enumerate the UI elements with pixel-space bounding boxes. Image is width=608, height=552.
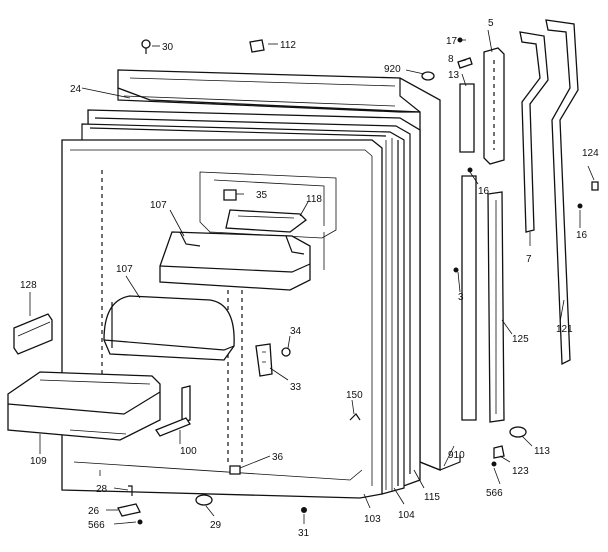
screw-16b — [577, 203, 583, 209]
bin-128 — [13, 313, 53, 355]
callout-29: 29 — [210, 520, 222, 531]
callout-566-right: 566 — [486, 488, 503, 499]
latch-33 — [255, 343, 273, 377]
callout-115: 115 — [424, 492, 440, 503]
callout-13: 13 — [448, 70, 460, 81]
bracket-118 — [225, 209, 307, 233]
callout-113: 113 — [534, 446, 550, 457]
callout-100: 100 — [180, 446, 197, 457]
part-150 — [349, 413, 361, 421]
callout-566-left: 566 — [88, 520, 105, 531]
callout-128: 128 — [20, 280, 37, 291]
part-112 — [249, 39, 265, 53]
plug-29 — [195, 494, 213, 506]
part-123 — [493, 445, 505, 459]
callout-125: 125 — [512, 334, 529, 345]
callout-labels: 30 112 920 24 17 8 13 5 16 16 124 7 121 … — [20, 18, 599, 539]
bracket-100 — [155, 385, 191, 437]
callout-112: 112 — [280, 40, 296, 51]
screw-566b — [137, 519, 143, 525]
strip-125 — [487, 191, 505, 423]
door-shelf-107-lower — [103, 295, 235, 361]
callout-910: 910 — [448, 450, 465, 461]
screw-30 — [141, 39, 151, 54]
part-26 — [117, 503, 141, 517]
strip-13 — [459, 83, 475, 153]
callout-30: 30 — [162, 42, 174, 53]
callout-123: 123 — [512, 466, 529, 477]
callout-33: 33 — [290, 382, 302, 393]
part-124 — [591, 181, 599, 191]
leader-lines — [29, 29, 595, 525]
plug-113 — [509, 426, 527, 438]
callout-124: 124 — [582, 148, 599, 159]
part-8 — [457, 57, 473, 69]
screw-31 — [301, 507, 307, 513]
callout-150: 150 — [346, 390, 363, 401]
screw-566a — [491, 461, 497, 467]
clip-35 — [223, 189, 237, 201]
strip-3 — [461, 175, 477, 421]
callout-920: 920 — [384, 64, 401, 75]
callout-3: 3 — [458, 292, 464, 303]
bin-109 — [7, 371, 161, 441]
part-36 — [229, 465, 241, 475]
callout-7: 7 — [526, 254, 532, 265]
screw-3 — [453, 267, 459, 273]
plug-920 — [421, 71, 435, 81]
screw-34 — [281, 347, 291, 357]
callout-8: 8 — [448, 54, 454, 65]
callout-103: 103 — [364, 514, 381, 525]
callout-118: 118 — [306, 194, 322, 205]
handle-7 — [519, 31, 549, 233]
callout-109: 109 — [30, 456, 47, 467]
callout-28: 28 — [96, 484, 108, 495]
callout-31: 31 — [298, 528, 310, 539]
callout-36: 36 — [272, 452, 284, 463]
callout-16-left: 16 — [478, 186, 490, 197]
callout-34: 34 — [290, 326, 302, 337]
screw-16a — [467, 167, 473, 173]
hinge-5 — [483, 47, 505, 165]
callout-26: 26 — [88, 506, 100, 517]
callout-104: 104 — [398, 510, 415, 521]
callout-107-upper: 107 — [150, 200, 167, 211]
callout-5: 5 — [488, 18, 494, 29]
callout-17: 17 — [446, 36, 458, 47]
callout-107-lower: 107 — [116, 264, 133, 275]
callout-24: 24 — [70, 84, 82, 95]
door-shelf-107-upper — [159, 231, 311, 291]
handle-121 — [545, 19, 579, 366]
callout-16-right: 16 — [576, 230, 588, 241]
callout-121: 121 — [556, 324, 573, 335]
part-28 — [128, 485, 133, 496]
callout-35: 35 — [256, 190, 268, 201]
